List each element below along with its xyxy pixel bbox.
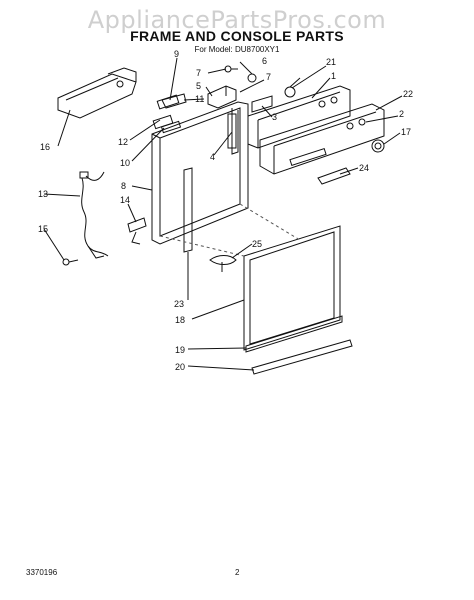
document-code: 3370196 [26,568,58,577]
callout-7-right: 7 [266,72,271,82]
callout-15: 15 [38,224,48,234]
part-5-hinge [207,85,237,109]
callout-2: 2 [399,109,404,119]
part-4-latch [227,113,237,149]
callout-24: 24 [359,163,369,173]
diagram-title: FRAME AND CONSOLE PARTS [130,28,344,44]
part-22-control-panel [259,103,385,175]
part-6-screw [247,73,257,83]
callout-22: 22 [403,89,413,99]
part-9-clip [156,94,180,110]
part-19-trim [245,315,343,353]
part-16-panel [57,67,137,119]
callout-11: 11 [195,94,204,104]
part-15-screw [62,258,79,266]
part-21-knob [284,77,301,98]
page-number: 2 [235,568,240,577]
callout-18: 18 [175,315,185,325]
callout-1: 1 [331,71,336,81]
callout-21: 21 [326,57,336,67]
callout-5: 5 [196,81,201,91]
callout-25: 25 [252,239,262,249]
part-17-knob [371,139,385,153]
leader-lines [43,57,403,371]
part-7-screw [224,65,238,73]
callout-13: 13 [38,189,48,199]
callout-14: 14 [120,195,130,205]
watermark: AppliancePartsPros.com [87,6,387,34]
callout-3: 3 [272,112,277,122]
model-subtitle: For Model: DU8700XY1 [194,45,280,54]
part-14-switch [127,217,147,245]
callout-4: 4 [210,152,215,162]
callout-7-upper: 7 [196,68,201,78]
part-8-door-frame [151,101,249,245]
part-23-rod [183,167,193,253]
callout-9: 9 [174,49,179,59]
part-25-clip [209,255,237,272]
callout-17: 17 [401,127,411,137]
assembly-guides [159,203,301,257]
callout-labels: 9 6 7 5 7 11 21 1 3 22 2 12 17 10 4 24 1… [38,49,413,372]
callout-12: 12 [118,137,128,147]
part-13-wire-harness [79,171,109,259]
part-24-label [317,167,351,185]
part-1-console [247,85,351,149]
part-11-clip [161,93,187,109]
part-3-bracket [251,95,273,113]
callout-6: 6 [262,56,267,66]
callout-16: 16 [40,142,50,152]
callout-8: 8 [121,181,126,191]
callout-10: 10 [120,158,130,168]
part-2-overlay [346,118,366,130]
callout-23: 23 [174,299,184,309]
part-20-strip [251,339,353,375]
callout-20: 20 [175,362,185,372]
callout-19: 19 [175,345,185,355]
